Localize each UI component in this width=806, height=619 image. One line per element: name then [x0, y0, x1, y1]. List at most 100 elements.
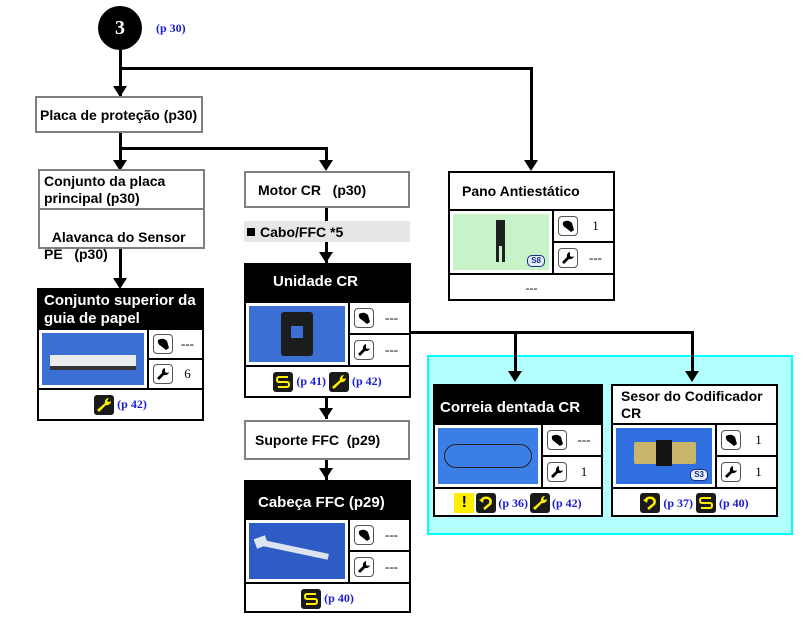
reassembly-icon: [476, 493, 497, 513]
connector: [325, 147, 328, 165]
wrench-icon: [354, 340, 374, 360]
screw-count: ---: [181, 336, 194, 351]
routing-icon: [273, 371, 294, 392]
arrow-icon: [685, 371, 699, 382]
part-photo: S8: [453, 214, 549, 270]
part-photo: S3: [616, 428, 712, 484]
tool-count: 1: [755, 464, 762, 479]
screw-icon: [354, 525, 374, 545]
arrow-icon: [524, 160, 538, 171]
node-suporte-ffc[interactable]: Suporte FFC (p29): [244, 420, 410, 460]
page-ref-link[interactable]: (p 37): [663, 495, 693, 510]
node-label: Motor CR (p30): [258, 181, 367, 198]
card-conjunto-superior[interactable]: Conjunto superior da guia de papel --- 6…: [37, 288, 204, 421]
wrench-icon: [558, 248, 578, 268]
s-badge: S3: [690, 469, 708, 481]
page-ref-link[interactable]: (p 40): [719, 495, 749, 510]
connector: [410, 331, 694, 334]
screw-icon: [558, 216, 578, 236]
arrow-icon: [319, 252, 333, 263]
screw-count: 1: [755, 432, 762, 447]
wrench-icon: [94, 394, 115, 415]
tool-count: ---: [589, 250, 602, 265]
node-placa-protecao[interactable]: Placa de proteção (p30): [35, 96, 203, 133]
start-page-ref[interactable]: (p 30): [156, 21, 186, 35]
card-sensor-codificador[interactable]: Sesor do Codificador CR S3 1 1 (p 37) (p…: [611, 384, 778, 517]
arrow-icon: [113, 160, 127, 171]
page-ref-link[interactable]: (p 41): [296, 374, 326, 388]
card-title-text: Unidade CR: [273, 273, 359, 290]
start-step-circle: 3: [98, 6, 142, 50]
warning-icon: !: [454, 493, 475, 513]
connector: [119, 248, 122, 284]
node-label: Suporte FFC (p29): [255, 432, 381, 448]
page-ref-link[interactable]: (p 36): [498, 495, 528, 510]
wrench-icon: [547, 462, 567, 482]
part-photo: [438, 428, 538, 484]
arrow-icon: [319, 408, 333, 419]
card-title-text: Pano Antiestático: [462, 183, 580, 199]
arrow-icon: [508, 371, 522, 382]
wrench-icon: [530, 493, 550, 513]
reassembly-icon: [640, 493, 661, 513]
card-title: Unidade CR: [246, 265, 409, 303]
node-motor-cr[interactable]: Motor CR (p30): [244, 171, 410, 208]
arrow-icon: [113, 278, 127, 289]
card-title-text: Cabeça FFC (p29): [258, 494, 385, 511]
card-title: Pano Antiestático: [450, 173, 613, 211]
part-photo: [42, 333, 144, 385]
node-label: Placa de proteção (p30): [40, 106, 198, 123]
step-number: 3: [115, 16, 125, 39]
arrow-icon: [319, 160, 333, 171]
connector: [691, 331, 694, 375]
card-title-text: Sesor do Codificador CR: [621, 388, 763, 421]
card-title: Conjunto superior da guia de papel: [39, 290, 202, 330]
part-photo: [249, 306, 345, 362]
screw-icon: [721, 430, 741, 450]
connector: [530, 67, 533, 165]
arrow-icon: [113, 86, 127, 97]
card-unidade-cr[interactable]: Unidade CR --- --- (p 41) (p 42): [244, 263, 411, 398]
cable-note-label: Cabo/FFC *5: [260, 223, 344, 240]
cable-note: Cabo/FFC *5: [244, 221, 410, 242]
connector: [119, 67, 533, 70]
wrench-icon: [153, 364, 173, 384]
card-title: Correia dentada CR: [435, 386, 601, 425]
screw-count: 1: [592, 218, 599, 233]
screw-icon: [547, 430, 567, 450]
part-photo: [249, 523, 345, 579]
connector: [119, 147, 328, 150]
page-ref-link[interactable]: (p 42): [117, 397, 147, 411]
connector: [119, 50, 122, 96]
node-alavanca-sensor[interactable]: Alavanca do Sensor PE (p30): [38, 208, 205, 262]
node-conjunto-placa[interactable]: Conjunto da placa principal (p30): [38, 169, 205, 210]
page-ref-link[interactable]: (p 40): [324, 591, 354, 605]
tool-count: ---: [385, 559, 398, 574]
card-title: Cabeça FFC (p29): [246, 482, 409, 520]
s-badge: S8: [527, 255, 545, 267]
screw-icon: [153, 334, 173, 354]
wrench-icon: [329, 371, 349, 392]
page-ref-link[interactable]: (p 42): [352, 374, 382, 388]
tool-count: 1: [580, 464, 588, 479]
screw-count: ---: [385, 527, 398, 542]
card-title-text: Conjunto superior da guia de papel: [44, 292, 196, 327]
wrench-icon: [721, 462, 741, 482]
card-pano-antiestatico[interactable]: Pano Antiestático S8 1 --- ---: [448, 171, 615, 301]
routing-icon: [696, 493, 716, 513]
arrow-icon: [319, 468, 333, 479]
footer-text: ---: [525, 280, 538, 295]
screw-count: ---: [577, 432, 591, 447]
node-label: Alavanca do Sensor PE (p30): [44, 229, 190, 262]
bullet-icon: [247, 227, 255, 236]
node-label: Conjunto da placa principal (p30): [44, 173, 166, 206]
tool-count: 6: [184, 366, 191, 381]
screw-count: ---: [385, 310, 398, 325]
card-title-text: Correia dentada CR: [440, 399, 581, 416]
card-cabeca-ffc[interactable]: Cabeça FFC (p29) --- --- (p 40): [244, 480, 411, 613]
wrench-icon: [354, 557, 374, 577]
card-title: Sesor do Codificador CR: [613, 386, 776, 425]
card-correia-dentada[interactable]: Correia dentada CR --- 1 ! (p 36) (p 42): [433, 384, 603, 517]
screw-icon: [354, 308, 374, 328]
page-ref-link[interactable]: (p 42): [552, 495, 582, 510]
